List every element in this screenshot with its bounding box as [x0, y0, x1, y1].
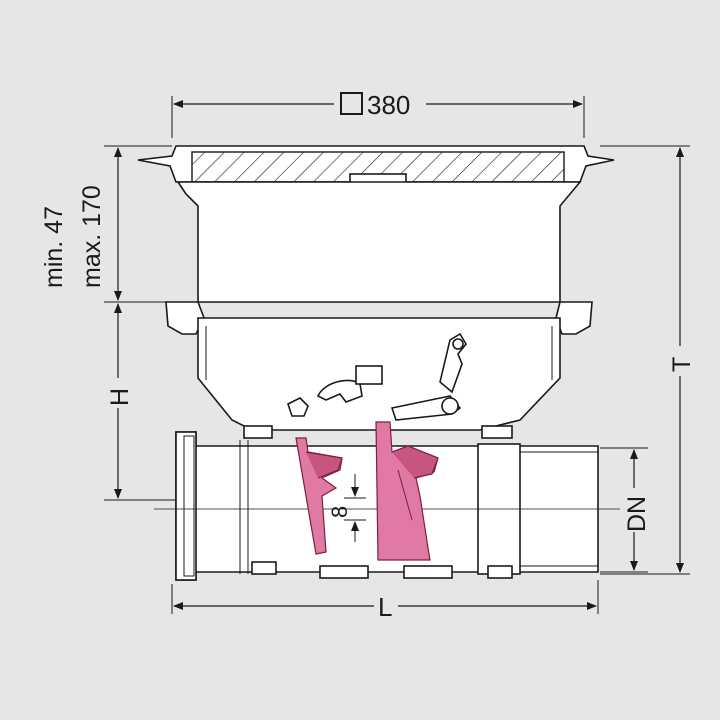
- t-label: T: [668, 357, 696, 372]
- square-icon: [340, 92, 363, 115]
- dimension-l: L: [171, 580, 599, 622]
- h-label: H: [106, 388, 134, 406]
- width-label: 380: [367, 90, 410, 120]
- min-label: min. 47: [40, 206, 68, 288]
- dimension-dn: DN: [600, 447, 651, 573]
- dimension-h: H: [104, 303, 176, 501]
- flap-mechanism: [287, 332, 467, 421]
- max-label: max. 170: [78, 185, 106, 288]
- dimension-width: 380: [171, 90, 585, 138]
- non-return-flaps: [295, 421, 439, 561]
- dimension-gap: 8: [327, 474, 366, 542]
- l-label: L: [378, 592, 392, 622]
- gap-label: 8: [327, 506, 352, 518]
- dimension-min-max: min. 47 max. 170: [40, 145, 172, 303]
- dn-label: DN: [623, 496, 651, 532]
- dimension-t: T: [600, 145, 696, 575]
